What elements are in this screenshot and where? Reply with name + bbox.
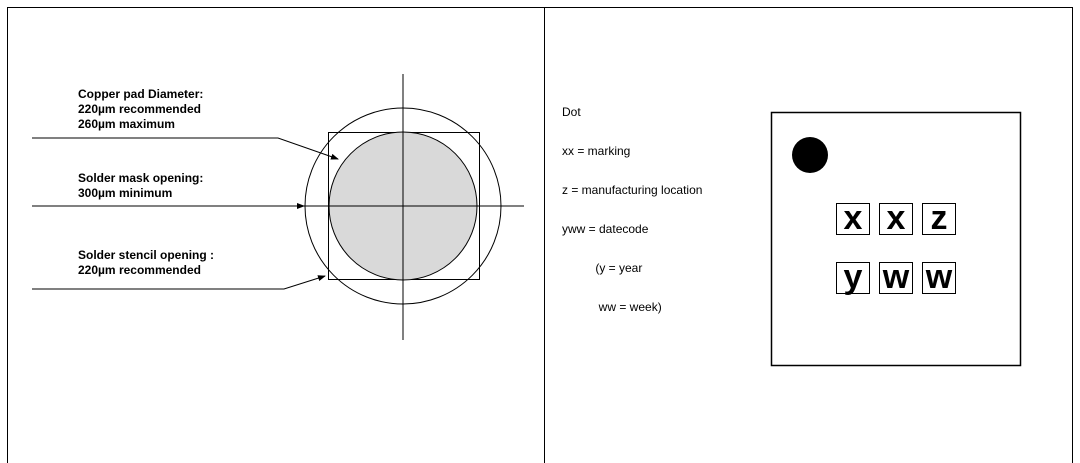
legend-line-week: ww = week) [562,300,662,314]
mark-box-r2c3: w [922,257,956,296]
copper-pad-maximum: 260µm maximum [78,117,175,131]
pin1-dot-icon [792,137,828,173]
mark-char: y [843,257,863,296]
solder-stencil-title: Solder stencil opening : [78,248,215,262]
copper-pad-callout: Copper pad Diameter: 220µm recommended 2… [78,87,203,132]
mark-box-r1c2: x [879,198,913,237]
mark-char: x [843,198,863,237]
legend-line-year: (y = year [562,261,643,275]
mark-char: z [930,198,948,237]
outer-border [7,7,1073,463]
mark-box-r2c1: y [836,257,870,296]
copper-pad-recommended: 220µm recommended [78,102,201,116]
package-outline [770,111,1022,367]
marking-legend: Dot xx = marking z = manufacturing locat… [562,80,702,327]
solder-mask-minimum: 300µm minimum [78,186,173,200]
legend-line-location: z = manufacturing location [562,183,703,197]
stencil-leader [32,275,326,290]
legend-line-dot: Dot [562,105,581,119]
solder-mask-callout: Solder mask opening: 300µm minimum [78,171,203,201]
mark-box-r1c1: x [836,198,870,237]
copper-pad-title: Copper pad Diameter: [78,87,204,101]
copper-pad-leader [32,137,339,160]
legend-line-marking: xx = marking [562,144,631,158]
mark-char: x [886,198,906,237]
legend-line-datecode: yww = datecode [562,222,649,236]
solder-stencil-recommended: 220µm recommended [78,263,201,277]
solder-mask-title: Solder mask opening: [78,171,204,185]
solder-stencil-callout: Solder stencil opening : 220µm recommend… [78,248,214,278]
mark-box-r1c3: z [922,198,956,237]
mark-char: w [882,257,910,296]
solder-mask-circle [304,107,502,305]
mark-box-r2c2: w [879,257,913,296]
mark-char: w [925,257,953,296]
